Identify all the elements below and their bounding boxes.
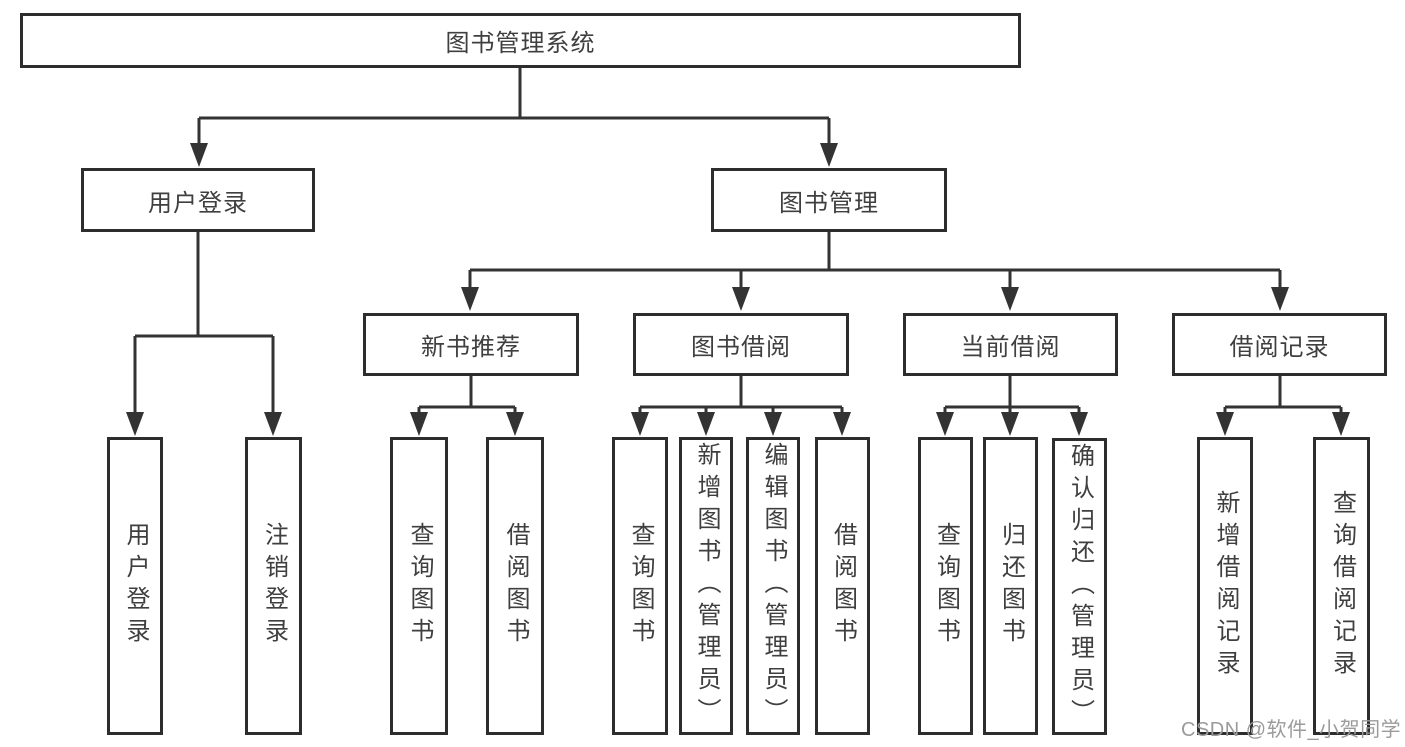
leaf-edit-books-admin: 编辑图书（管理员） xyxy=(746,437,800,735)
node-label: 查询图书 xyxy=(932,522,960,650)
leaf-user-login: 用户登录 xyxy=(107,437,163,735)
arrowhead xyxy=(764,412,782,436)
node-label: 新书推荐 xyxy=(421,334,521,361)
leaf-add-borrow-record: 新增借阅记录 xyxy=(1197,437,1253,735)
node-label: 查询图书 xyxy=(627,522,654,650)
arrowhead xyxy=(820,143,838,167)
arrowhead xyxy=(1271,287,1289,311)
arrowhead xyxy=(1216,412,1234,436)
arrowhead xyxy=(264,412,282,436)
arrowhead xyxy=(1070,412,1088,436)
arrowhead xyxy=(697,412,715,436)
leaf-query-books-borrow: 查询图书 xyxy=(612,437,668,735)
node-label: 用户登录 xyxy=(148,189,248,217)
leaf-borrow-books-recommend: 借阅图书 xyxy=(486,437,544,735)
arrowhead xyxy=(506,412,524,436)
leaf-logout: 注销登录 xyxy=(245,437,302,735)
node-label: 查询图书 xyxy=(406,522,433,650)
connector-lines xyxy=(133,68,1343,413)
node-label: 图书管理 xyxy=(779,189,879,217)
node-label: 借阅图书 xyxy=(502,522,529,650)
node-borrowing-records: 借阅记录 xyxy=(1172,313,1387,376)
arrowhead xyxy=(461,287,479,311)
node-book-management-branch: 图书管理 xyxy=(711,168,947,232)
arrowhead xyxy=(126,412,144,436)
csdn-watermark: CSDN @软件_小贺同学 xyxy=(1181,719,1402,741)
node-label: 当前借阅 xyxy=(960,334,1061,361)
arrowhead xyxy=(732,287,750,311)
node-label: 归还图书 xyxy=(997,522,1025,650)
node-label: 新增图书（管理员） xyxy=(693,442,720,730)
node-label: 借阅记录 xyxy=(1229,334,1330,361)
arrowhead xyxy=(410,412,428,436)
arrowhead xyxy=(833,412,851,436)
arrowhead xyxy=(631,412,649,436)
arrowhead xyxy=(1001,287,1019,311)
node-label: 用户登录 xyxy=(122,522,149,650)
node-label: 编辑图书（管理员） xyxy=(760,442,787,730)
node-book-borrowing: 图书借阅 xyxy=(633,313,849,376)
arrowhead xyxy=(190,143,208,167)
node-label: 借阅图书 xyxy=(829,522,857,650)
node-current-borrowing: 当前借阅 xyxy=(903,313,1118,376)
node-new-book-recommend: 新书推荐 xyxy=(363,313,579,376)
node-user-login-branch: 用户登录 xyxy=(81,168,315,232)
node-label: 图书管理系统 xyxy=(445,30,596,57)
leaf-query-borrow-record: 查询借阅记录 xyxy=(1313,437,1370,735)
leaf-return-books: 归还图书 xyxy=(983,437,1038,735)
node-label: 注销登录 xyxy=(260,522,288,650)
node-label: 新增借阅记录 xyxy=(1212,490,1239,682)
leaf-query-books-current: 查询图书 xyxy=(918,437,973,735)
arrowheads-group xyxy=(126,143,1350,436)
node-label: 查询借阅记录 xyxy=(1328,490,1356,682)
leaf-confirm-return-admin: 确认归还（管理员） xyxy=(1052,438,1107,735)
arrowhead xyxy=(1332,412,1350,436)
leaf-add-books-admin: 新增图书（管理员） xyxy=(679,437,733,735)
leaf-borrow-books: 借阅图书 xyxy=(815,437,870,735)
node-root-system: 图书管理系统 xyxy=(20,13,1021,68)
arrowhead xyxy=(936,412,954,436)
node-label: 图书借阅 xyxy=(691,334,791,361)
arrowhead xyxy=(1001,412,1019,436)
leaf-query-books-recommend: 查询图书 xyxy=(390,437,448,735)
node-label: 确认归还（管理员） xyxy=(1066,442,1094,731)
